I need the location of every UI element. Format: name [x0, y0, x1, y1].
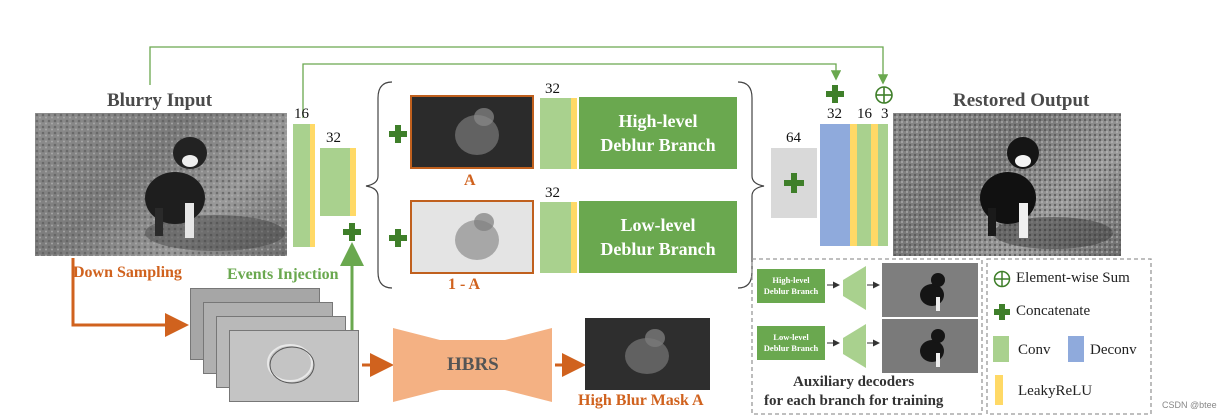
aux-decoder-box	[751, 258, 983, 415]
down-sampling-label: Down Sampling	[73, 264, 182, 281]
legend-deconv-swatch	[1068, 336, 1084, 362]
events-injection-label: Events Injection	[227, 266, 339, 283]
encoder-skip-line	[302, 63, 842, 118]
legend-deconv-label: Deconv	[1090, 342, 1137, 358]
low-branch-conv	[540, 202, 571, 273]
event-frame-4	[229, 330, 359, 402]
aux-high-output-image	[882, 263, 978, 317]
decoder-ch3-label: 3	[881, 106, 889, 122]
mask-a-label: A	[464, 172, 476, 189]
aux-high-level-branch: High-level Deblur Branch	[757, 269, 825, 303]
encoder-ch1-label: 16	[294, 106, 309, 122]
high-blur-mask-image	[585, 318, 710, 390]
low-level-deblur-branch: Low-level Deblur Branch	[579, 201, 737, 273]
high-branch-ch-label: 32	[545, 81, 560, 97]
aux-caption-2: for each branch for training	[764, 393, 944, 409]
low-branch-relu	[571, 202, 577, 273]
high-branch-line1: High-level	[618, 111, 698, 131]
merge-brace	[737, 81, 765, 289]
encoder-conv-2	[320, 148, 350, 216]
hbrs-label: HBRS	[447, 354, 499, 375]
aux-high-line2: Deblur Branch	[763, 286, 819, 296]
hbrs-center	[440, 340, 505, 390]
blurry-input-image	[35, 113, 287, 256]
mask-one-minus-a-image	[410, 200, 534, 274]
decoder-conv-2	[878, 124, 888, 246]
aux-low-line1: Low-level	[773, 332, 809, 342]
legend-box	[986, 258, 1152, 415]
high-level-deblur-branch: High-level Deblur Branch	[579, 97, 737, 169]
aux-decoder-shape-2	[843, 324, 866, 368]
hbrs-right-wedge	[505, 328, 552, 402]
high-blur-mask-label: High Blur Mask A	[578, 392, 704, 409]
decoder-relu-1	[850, 124, 857, 246]
aux-low-line2: Deblur Branch	[763, 343, 819, 353]
low-branch-concat-icon	[388, 228, 408, 253]
output-title: Restored Output	[953, 90, 1090, 111]
legend-relu-swatch	[995, 375, 1003, 405]
legend-relu-label: LeakyReLU	[1018, 383, 1093, 399]
aux-low-level-branch: Low-level Deblur Branch	[757, 326, 825, 360]
low-branch-ch-label: 32	[545, 185, 560, 201]
encoder-conv-1	[293, 124, 310, 247]
high-branch-relu	[571, 98, 577, 169]
decoder-deconv	[820, 124, 850, 246]
decoder-concat-icon	[825, 84, 845, 109]
high-branch-concat-icon	[388, 124, 408, 149]
aux-decoder-shape-1	[843, 266, 866, 310]
legend-sum-icon	[993, 270, 1011, 293]
global-skip-line	[149, 46, 889, 85]
watermark: CSDN @btee	[1162, 400, 1217, 410]
hbrs-left-wedge	[393, 328, 440, 402]
split-brace	[365, 81, 393, 289]
legend-conv-swatch	[993, 336, 1009, 362]
fusion-ch-label: 64	[786, 130, 801, 146]
legend-concat-label: Concatenate	[1016, 303, 1091, 319]
down-sampling-arrow	[71, 258, 189, 337]
restored-output-image	[893, 113, 1121, 256]
decoder-conv-1	[857, 124, 871, 246]
decoder-relu-2	[871, 124, 878, 246]
aux-high-line1: High-level	[772, 275, 810, 285]
fusion-concat-icon	[784, 173, 804, 193]
input-title: Blurry Input	[107, 90, 213, 111]
decoder-ch1-label: 32	[827, 106, 842, 122]
aux-low-output-image	[882, 319, 978, 373]
mask-a-image	[410, 95, 534, 169]
legend-conv-label: Conv	[1018, 342, 1051, 358]
decoder-ch2-label: 16	[857, 106, 872, 122]
aux-caption-1: Auxiliary decoders	[793, 374, 915, 390]
events-concat-icon	[342, 222, 362, 247]
encoder-ch2-label: 32	[326, 130, 341, 146]
low-branch-line2: Deblur Branch	[600, 239, 716, 259]
legend-concat-icon	[993, 303, 1011, 326]
legend-sum-label: Element-wise Sum	[1016, 270, 1130, 286]
encoder-relu-2	[350, 148, 356, 216]
encoder-relu-1	[310, 124, 315, 247]
high-branch-line2: Deblur Branch	[600, 135, 716, 155]
mask-one-minus-a-label: 1 - A	[448, 276, 480, 293]
high-branch-conv	[540, 98, 571, 169]
low-branch-line1: Low-level	[620, 215, 696, 235]
fusion-concat-block	[771, 148, 817, 218]
element-sum-icon	[874, 85, 894, 110]
